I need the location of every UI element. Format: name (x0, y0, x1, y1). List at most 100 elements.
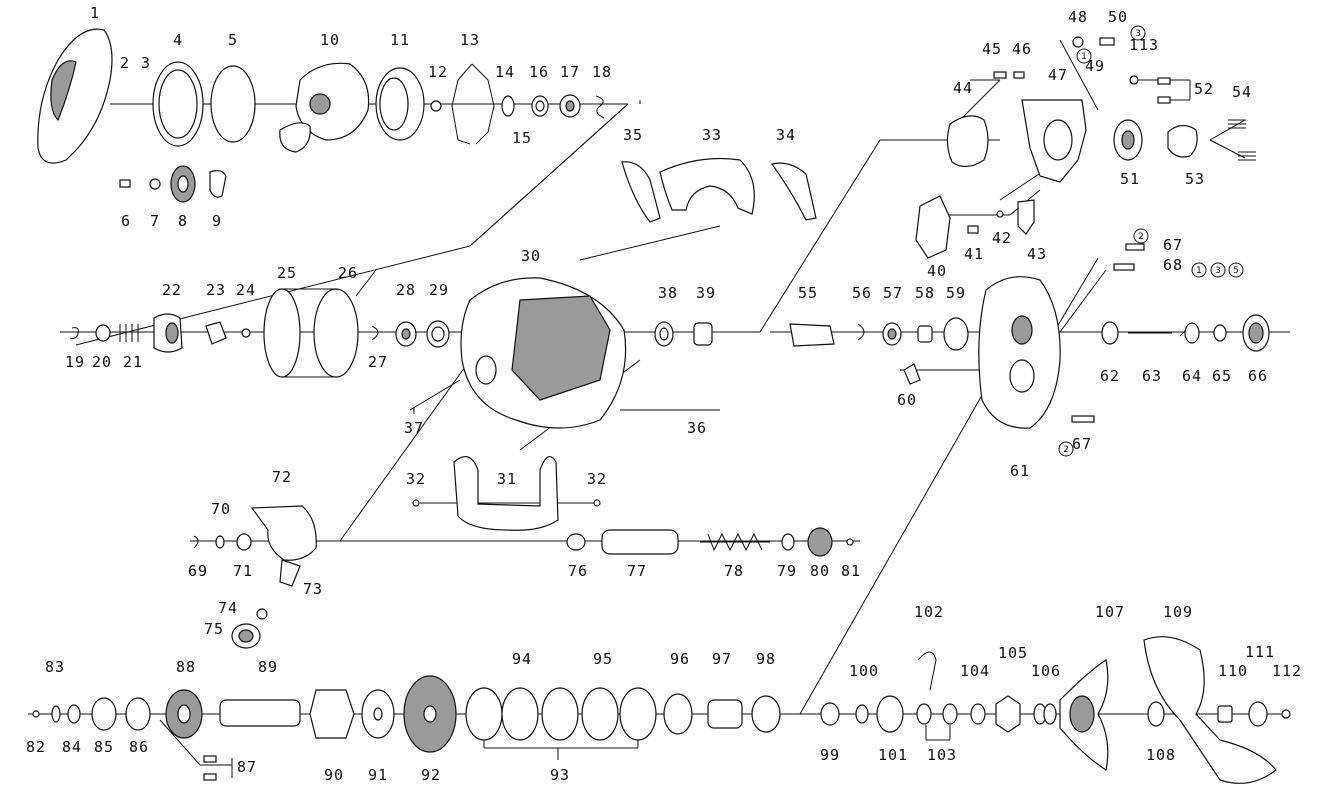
notation-badge: 3 (1130, 25, 1146, 41)
part-number-label: 35 (623, 126, 643, 144)
part-number-label: 98 (756, 650, 776, 668)
part-number-label: 66 (1248, 367, 1268, 385)
part-number-label: 96 (670, 650, 690, 668)
badge-label: 1 (1196, 266, 1202, 276)
part-number-label: 46 (1012, 40, 1032, 58)
part-number-label: 4 (173, 31, 183, 49)
part-number-label: 71 (233, 562, 253, 580)
part-number-label: 62 (1100, 367, 1120, 385)
part-number-label: 80 (810, 562, 830, 580)
part-number-label: 1 (90, 4, 100, 22)
part-number-label: 39 (696, 284, 716, 302)
part-number-label: 95 (593, 650, 613, 668)
part-number-label: 108 (1146, 746, 1176, 764)
part-number-label: 113 (1129, 36, 1159, 54)
part-number-label: 67 (1163, 236, 1183, 254)
part-number-label: 17 (560, 63, 580, 81)
part-number-label: 77 (627, 562, 647, 580)
badge-circle (1133, 228, 1149, 244)
part-number-label: 36 (687, 419, 707, 437)
part-number-label: 25 (277, 264, 297, 282)
badge-circle (1228, 262, 1244, 278)
part-number-label: 90 (324, 766, 344, 784)
part-number-label: 106 (1031, 662, 1061, 680)
notation-badge: 1 (1076, 48, 1092, 64)
part-number-label: 103 (927, 746, 957, 764)
part-number-label: 104 (960, 662, 990, 680)
part-number-label: 88 (176, 658, 196, 676)
part-number-label: 51 (1120, 170, 1140, 188)
part-number-label: 112 (1272, 662, 1302, 680)
part-number-label: 78 (724, 562, 744, 580)
part-number-label: 41 (964, 245, 984, 263)
part-number-label: 33 (702, 126, 722, 144)
part-number-label: 63 (1142, 367, 1162, 385)
part-number-label: 82 (26, 738, 46, 756)
part-number-label: 58 (915, 284, 935, 302)
part-number-label: 27 (368, 353, 388, 371)
part-number-label: 32 (587, 470, 607, 488)
badge-label: 5 (1233, 266, 1239, 276)
part-number-label: 87 (237, 758, 257, 776)
part-number-label: 3 (141, 54, 151, 72)
part-number-label: 5 (228, 31, 238, 49)
part-number-label: 15 (512, 129, 532, 147)
part-number-label: 56 (852, 284, 872, 302)
part-number-label: 26 (338, 264, 358, 282)
part-number-label: 10 (320, 31, 340, 49)
part-number-label: 83 (45, 658, 65, 676)
part-number-label: 85 (94, 738, 114, 756)
part-number-label: 70 (211, 500, 231, 518)
part-number-label: 31 (497, 470, 517, 488)
part-number-label: 97 (712, 650, 732, 668)
part-number-label: 7 (150, 212, 160, 230)
part-number-label: 67 (1072, 435, 1092, 453)
notation-badge: 2 (1133, 228, 1149, 244)
part-number-label: 47 (1048, 66, 1068, 84)
part-shapes (32, 28, 1291, 784)
badge-circle (1210, 262, 1226, 278)
part-number-label: 20 (92, 353, 112, 371)
part-number-label: 89 (258, 658, 278, 676)
part-number-label: 92 (421, 766, 441, 784)
part-number-label: 107 (1095, 603, 1125, 621)
part-number-label: 6 (121, 212, 131, 230)
part-number-label: 57 (883, 284, 903, 302)
part-number-label: 40 (927, 262, 947, 280)
part-number-label: 81 (841, 562, 861, 580)
notation-badge: 3 (1210, 262, 1226, 278)
part-number-label: 49 (1085, 57, 1105, 75)
part-number-label: 59 (946, 284, 966, 302)
badge-label: 2 (1063, 445, 1069, 455)
part-number-label: 16 (529, 63, 549, 81)
part-number-label: 32 (406, 470, 426, 488)
part-number-label: 37 (404, 419, 424, 437)
part-number-label: 55 (798, 284, 818, 302)
badge-circle (1130, 25, 1146, 41)
part-number-label: 48 (1068, 8, 1088, 26)
part-number-label: 13 (460, 31, 480, 49)
part-number-label: 43 (1027, 245, 1047, 263)
badge-circle (1191, 262, 1207, 278)
part-number-label: 45 (982, 40, 1002, 58)
part-number-label: 18 (592, 63, 612, 81)
badge-label: 3 (1135, 29, 1141, 39)
part-number-label: 101 (878, 746, 908, 764)
part-number-label: 19 (65, 353, 85, 371)
part-number-label: 84 (62, 738, 82, 756)
part-number-label: 72 (272, 468, 292, 486)
part-number-label: 86 (129, 738, 149, 756)
part-number-label: 2 (120, 54, 130, 72)
part-number-label: 28 (396, 281, 416, 299)
part-number-label: 30 (521, 247, 541, 265)
part-number-label: 93 (550, 766, 570, 784)
part-number-label: 60 (897, 391, 917, 409)
part-number-label: 109 (1163, 603, 1193, 621)
part-number-label: 21 (123, 353, 143, 371)
part-number-label: 61 (1010, 462, 1030, 480)
part-number-label: 42 (992, 229, 1012, 247)
part-number-label: 110 (1218, 662, 1248, 680)
